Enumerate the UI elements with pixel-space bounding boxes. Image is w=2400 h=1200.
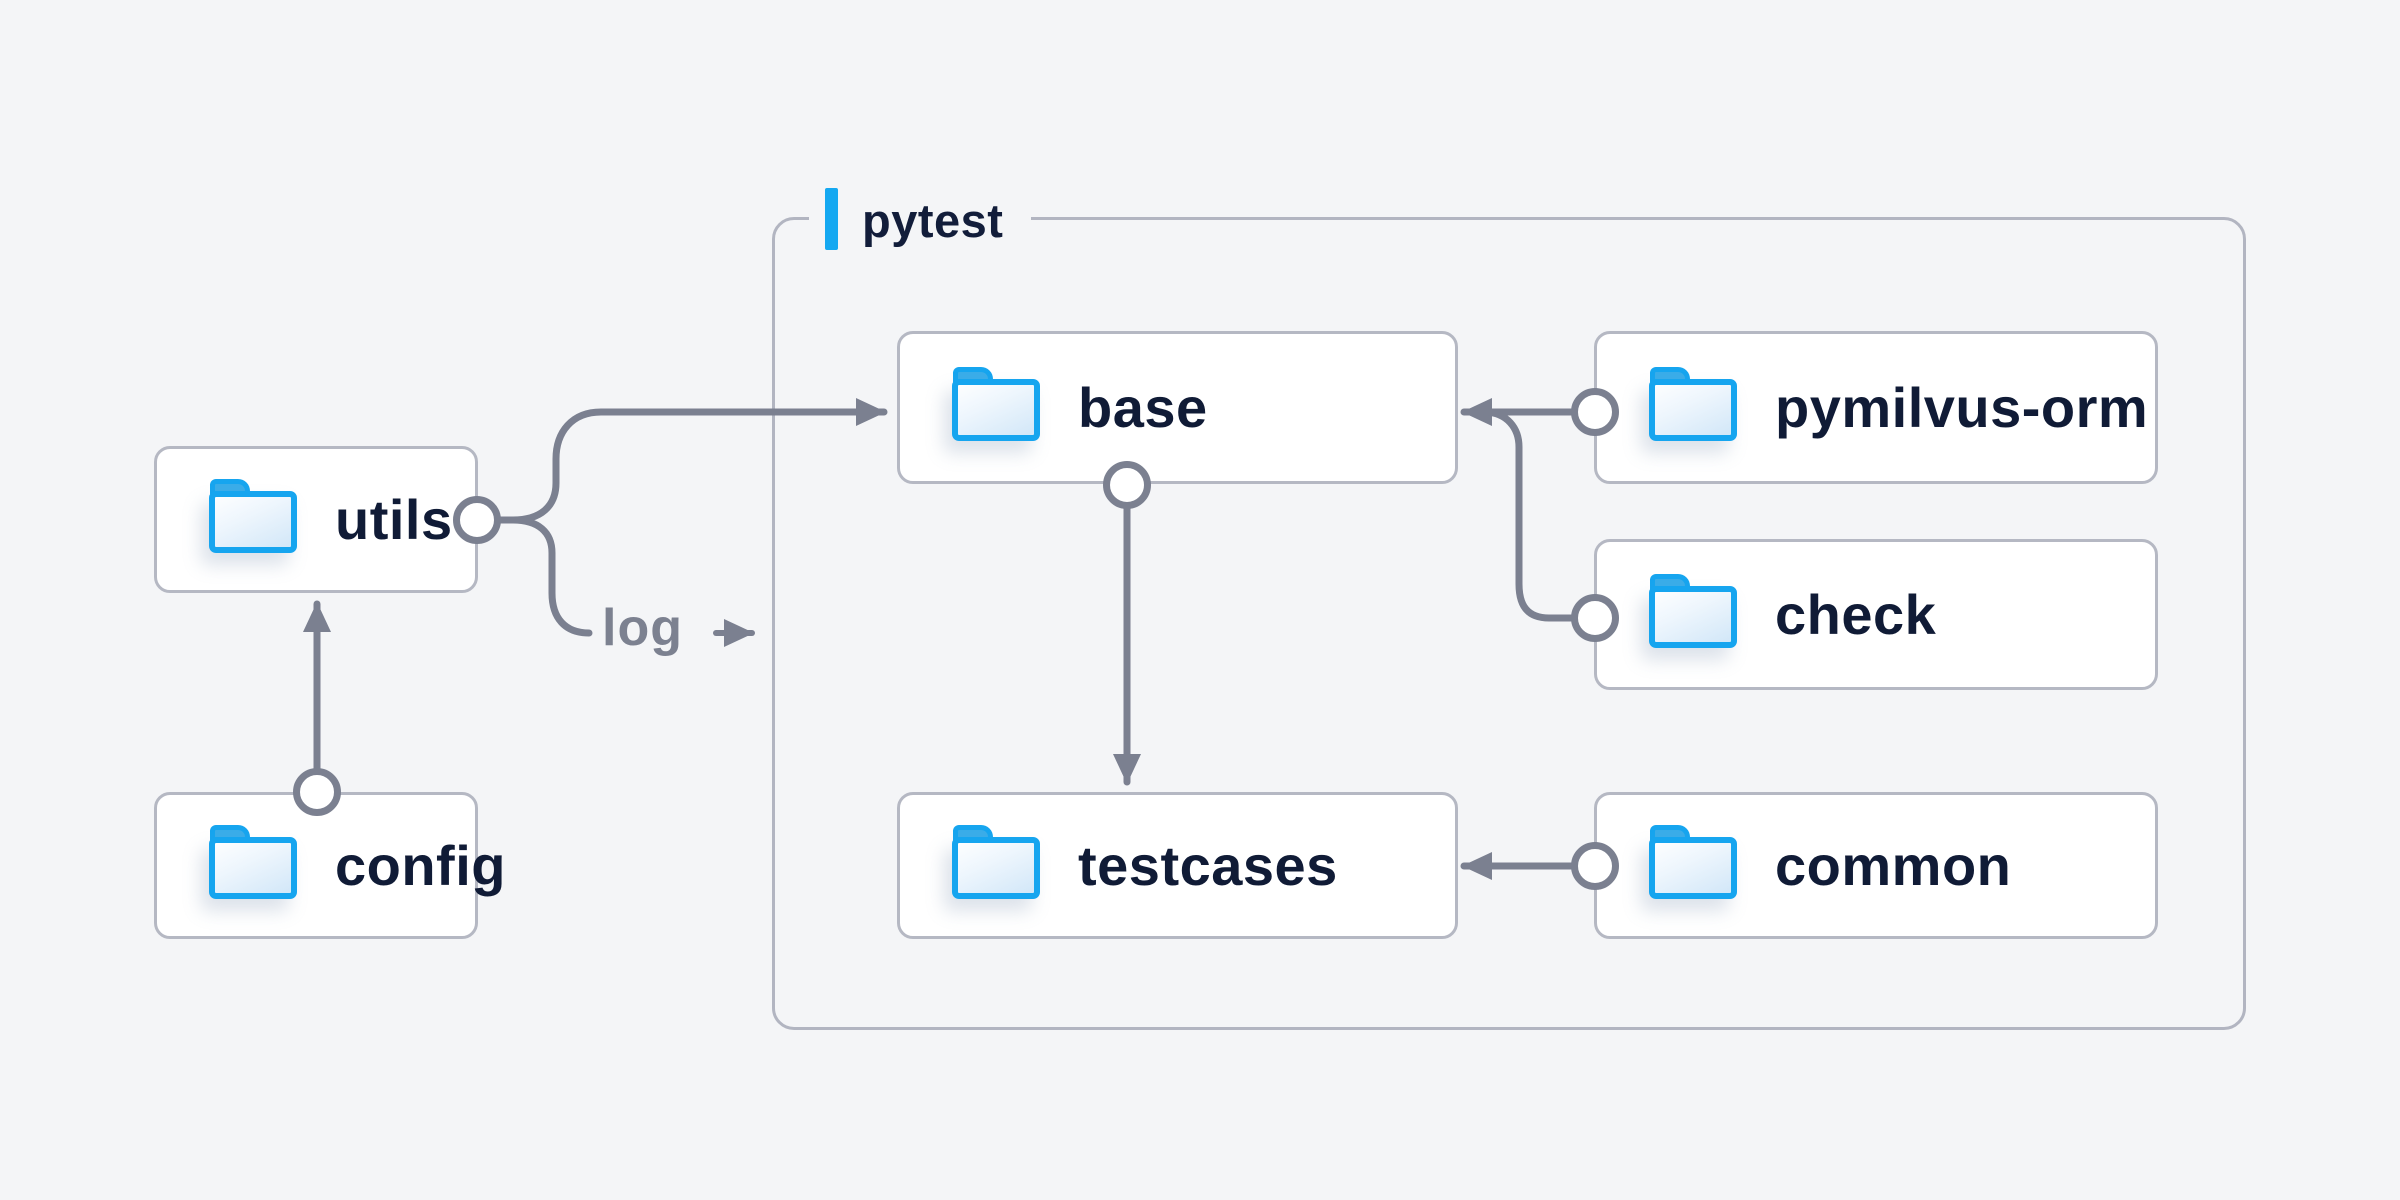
node-pymilvus-orm: pymilvus-orm <box>1594 331 2158 484</box>
folder-body <box>209 836 297 899</box>
folder-icon <box>209 478 297 553</box>
node-check: check <box>1594 539 2158 690</box>
node-testcases: testcases <box>897 792 1458 939</box>
node-base: base <box>897 331 1458 484</box>
folder-body <box>952 836 1040 899</box>
folder-icon <box>1649 573 1737 648</box>
folder-body <box>952 378 1040 441</box>
pytest-group-title: pytest <box>862 193 1004 247</box>
folder-icon <box>952 824 1040 899</box>
folder-body <box>1649 378 1737 441</box>
folder-icon <box>1649 824 1737 899</box>
node-label: check <box>1775 583 1937 646</box>
node-label: config <box>335 834 506 897</box>
node-label: base <box>1078 376 1208 439</box>
folder-icon <box>952 366 1040 441</box>
folder-body <box>209 490 297 553</box>
folder-body <box>1649 585 1737 648</box>
node-label: utils <box>335 488 453 551</box>
node-label: testcases <box>1078 834 1338 897</box>
edge-label-log: log <box>602 599 683 657</box>
folder-body <box>1649 836 1737 899</box>
node-config: config <box>154 792 505 939</box>
accent-bar <box>825 188 838 250</box>
folder-icon <box>209 824 297 899</box>
node-label: common <box>1775 834 2012 897</box>
edge-utils-log <box>509 516 593 637</box>
pytest-group-label: pytest <box>809 181 1032 257</box>
node-label: pymilvus-orm <box>1775 376 2149 439</box>
pytest-group-container: pytest <box>772 181 2246 1030</box>
folder-icon <box>1649 366 1737 441</box>
node-utils: utils <box>154 446 478 593</box>
node-common: common <box>1594 792 2158 939</box>
